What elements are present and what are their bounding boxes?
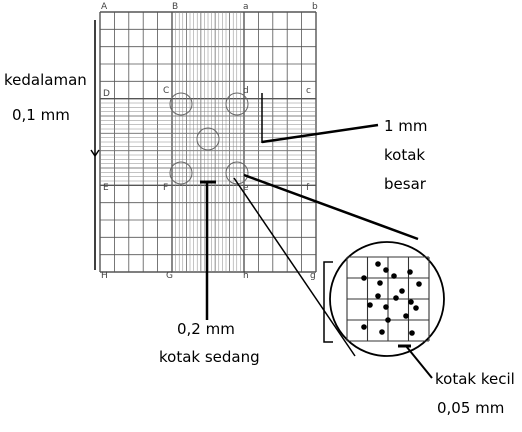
central-fine-grid: [100, 12, 316, 272]
big-square-word: kotak: [384, 146, 425, 164]
cell-dot: [385, 317, 391, 323]
cell-dot: [413, 305, 419, 311]
magnified-view-bracket: [323, 261, 333, 343]
depth-bracket-arrow-bottom: [94, 149, 100, 157]
cell-dot: [375, 293, 381, 299]
zoom-connector-lines: [233, 173, 419, 357]
cell-dot: [393, 295, 399, 301]
magnified-view: [323, 241, 445, 357]
corner-label-F: F: [163, 183, 168, 193]
sample-circles: [169, 92, 249, 185]
cell-dot: [383, 267, 389, 273]
big-square-leader: [261, 123, 379, 144]
cell-dot: [379, 329, 385, 335]
cell-dot: [399, 288, 405, 294]
sample-circle-bottom-right: [225, 161, 249, 185]
depth-indicator: [90, 20, 100, 270]
cell-dot: [361, 324, 367, 330]
cell-dot: [407, 269, 413, 275]
zoom-line-lower: [233, 177, 356, 357]
corner-label-e: e: [243, 183, 249, 193]
corner-label-E: E: [103, 183, 109, 193]
corner-label-D: D: [103, 89, 110, 99]
cell-dot: [383, 304, 389, 310]
cell-dot: [391, 273, 397, 279]
cell-dot: [377, 280, 383, 286]
corner-label-H: H: [101, 271, 108, 281]
small-square-leader: [405, 345, 433, 379]
corner-label-h: h: [243, 271, 249, 281]
corner-label-a: a: [243, 2, 249, 12]
depth-bracket-arrow-top: [90, 149, 96, 157]
cell-dots: [361, 261, 422, 336]
sample-circle-center: [196, 127, 220, 151]
depth-value: 0,1 mm: [12, 106, 70, 124]
zoom-line-upper: [243, 173, 419, 241]
cell-dot: [408, 299, 414, 305]
corner-label-g: g: [310, 271, 316, 281]
cell-dot: [403, 313, 409, 319]
corner-label-B: B: [172, 2, 178, 12]
cell-dot: [409, 330, 415, 336]
corner-label-A: A: [101, 2, 108, 12]
cell-dot: [367, 302, 373, 308]
big-square-size: 1 mm: [384, 117, 428, 135]
medium-square-size: 0,2 mm: [177, 320, 235, 338]
corner-label-G: G: [166, 271, 173, 281]
corner-label-f: f: [306, 183, 310, 193]
corner-label-d: d: [243, 86, 249, 96]
cell-dot: [375, 261, 381, 267]
corner-label-b: b: [312, 2, 318, 12]
small-square-size: 0,05 mm: [437, 399, 504, 417]
big-square-indicator: [261, 93, 379, 144]
cell-dot: [416, 281, 422, 287]
big-square-type: besar: [384, 175, 427, 193]
depth-label: kedalaman: [4, 71, 87, 89]
corner-label-C: C: [163, 86, 169, 96]
sample-circle-top-left: [169, 92, 193, 116]
sample-circle-top-right: [225, 92, 249, 116]
cell-dot: [361, 275, 367, 281]
sample-circle-bottom-left: [169, 161, 193, 185]
small-square-type: kotak kecil: [435, 370, 515, 388]
corner-label-c: c: [306, 86, 311, 96]
medium-square-type: kotak sedang: [159, 348, 260, 366]
medium-square-indicator: [200, 180, 216, 320]
corner-labels: A B a b D C d c E F e f H G h g: [101, 2, 318, 281]
